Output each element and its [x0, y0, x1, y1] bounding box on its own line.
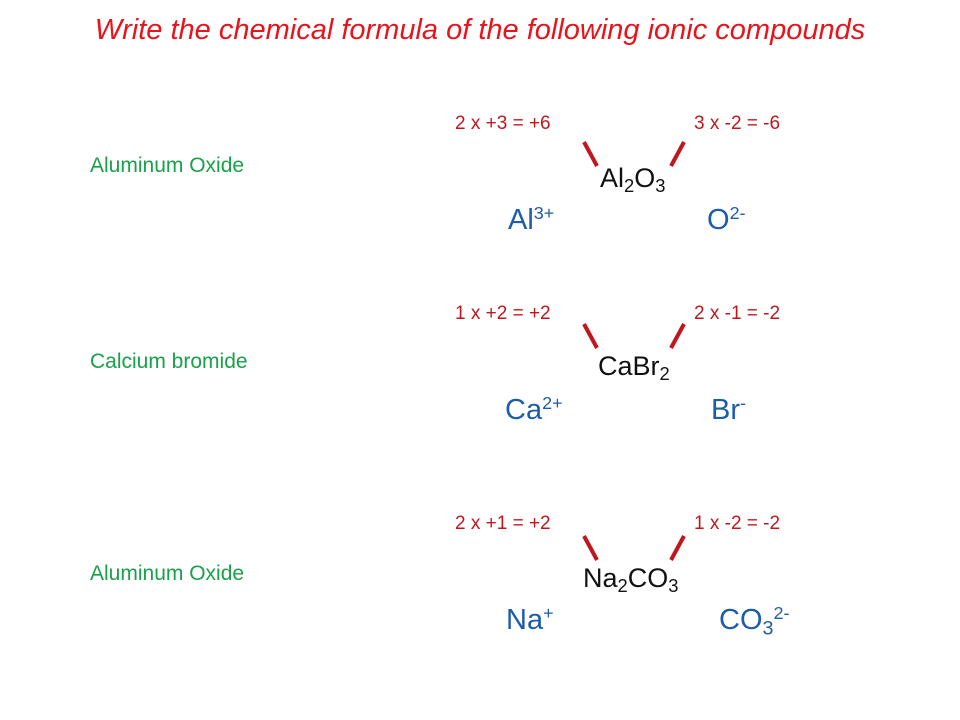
anion-symbol: O — [707, 203, 730, 236]
chemical-formula: Al2O3 — [600, 163, 665, 197]
page-title: Write the chemical formula of the follow… — [94, 14, 866, 46]
anion-calculation: 2 x -1 = -2 — [694, 303, 781, 324]
compound-block-3: Aluminum Oxide 2 x +1 = +2 1 x -2 = -2 N… — [0, 510, 960, 710]
cation: Al3+ — [508, 203, 554, 240]
anion-symbol: Br — [711, 393, 740, 426]
anion-connector-line — [669, 323, 686, 349]
anion: CO32- — [719, 603, 789, 640]
cation-connector-line — [582, 141, 599, 167]
connector-lines — [582, 141, 686, 167]
formula-subscript: 3 — [668, 575, 679, 597]
anion: O2- — [707, 203, 746, 240]
anion-calculation: 3 x -2 = -6 — [694, 113, 781, 134]
chemical-formula: CaBr2 — [598, 351, 670, 385]
formula-element: Na — [583, 563, 618, 593]
cation-charge: + — [543, 603, 554, 623]
connector-lines — [582, 323, 686, 349]
formula-subscript: 3 — [655, 175, 666, 197]
anion-charge: - — [740, 393, 746, 413]
cation: Ca2+ — [505, 393, 563, 430]
cation-connector-line — [582, 535, 599, 561]
formula-element: Br — [632, 351, 660, 381]
anion-connector-line — [669, 535, 686, 561]
cation-calculation: 2 x +3 = +6 — [455, 113, 551, 134]
compound-name: Aluminum Oxide — [90, 154, 245, 177]
cation: Na+ — [506, 603, 554, 640]
chemical-formula: Na2CO3 — [583, 563, 678, 597]
formula-element: CO — [627, 563, 669, 593]
connector-lines — [582, 535, 686, 561]
cation-connector-line — [582, 323, 599, 349]
cation-symbol: Na — [506, 603, 544, 636]
compound-name: Aluminum Oxide — [90, 562, 245, 585]
formula-subscript: 2 — [624, 175, 635, 197]
cation-charge: 3+ — [533, 203, 555, 223]
cation-charge: 2+ — [542, 393, 563, 413]
formula-element: O — [634, 163, 656, 193]
anion-connector-line — [669, 141, 686, 167]
formula-subscript: 2 — [617, 575, 628, 597]
cation-symbol: Ca — [505, 393, 543, 426]
anion-symbol: CO — [719, 603, 763, 636]
cation-symbol: Al — [508, 203, 534, 236]
formula-element: Al — [600, 163, 625, 193]
formula-subscript: 2 — [659, 363, 670, 385]
compound-block-1: Aluminum Oxide 2 x +3 = +6 3 x -2 = -6 A… — [0, 108, 960, 308]
cation-calculation: 2 x +1 = +2 — [455, 513, 551, 534]
anion-charge: 2- — [773, 603, 790, 623]
formula-element: Ca — [598, 351, 633, 381]
compound-block-2: Calcium bromide 1 x +2 = +2 2 x -1 = -2 … — [0, 298, 960, 498]
anion-calculation: 1 x -2 = -2 — [694, 513, 781, 534]
compound-name: Calcium bromide — [90, 350, 248, 373]
anion-charge: 2- — [729, 203, 746, 223]
cation-calculation: 1 x +2 = +2 — [455, 303, 551, 324]
anion-subscript: 3 — [762, 617, 774, 640]
anion: Br- — [711, 393, 746, 430]
